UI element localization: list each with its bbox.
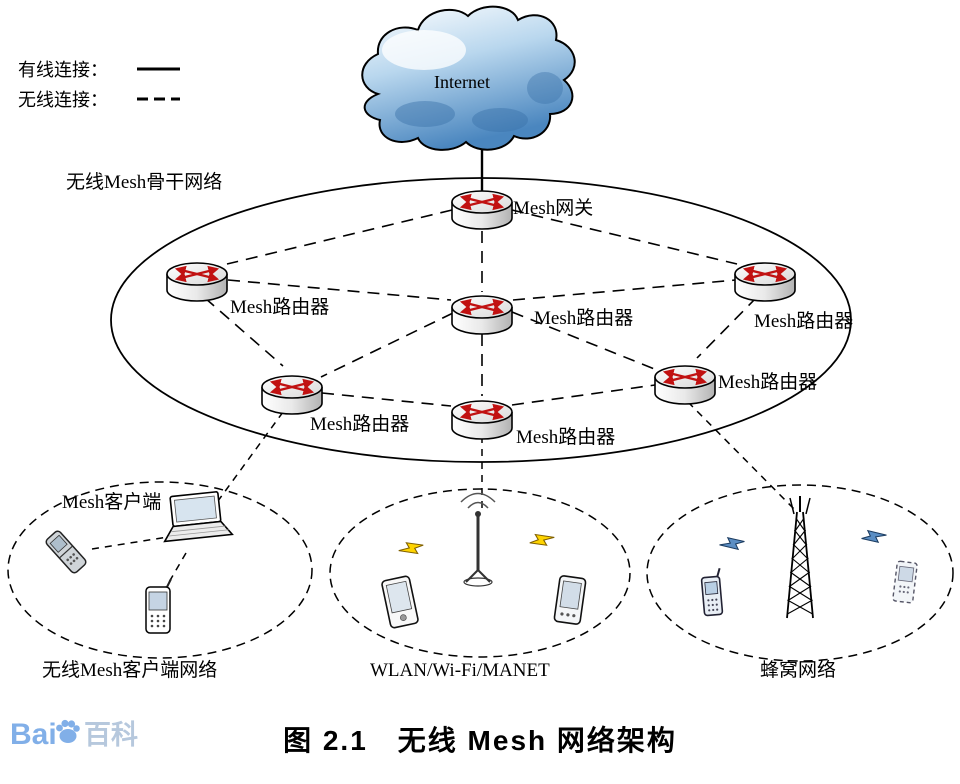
link-r1-r4 (204, 297, 284, 367)
router-label: Mesh路由器 (310, 413, 409, 435)
mesh-router-icon (655, 366, 715, 404)
wlan-network: WLAN/Wi-Fi/MANET (329, 488, 631, 681)
cloud-shade (395, 101, 455, 127)
link-r4-r5 (321, 392, 452, 407)
handheld-device-icon (381, 575, 419, 629)
baike-watermark: Bai 百科 (10, 718, 138, 751)
access-point-icon (460, 492, 496, 587)
smartphone-icon (145, 578, 172, 634)
link-r2-r6 (511, 311, 658, 371)
watermark-text-suffix: 百科 (84, 720, 138, 750)
link-gw-r1 (226, 209, 453, 265)
cellular-ellipse (646, 484, 954, 662)
mesh-router-icon (262, 376, 322, 414)
router-label: Mesh路由器 (754, 310, 853, 332)
mobile-phone-icon (700, 567, 724, 617)
link-r5-r6 (511, 384, 656, 406)
link-r1-r2 (227, 279, 452, 301)
figure-caption: 图 2.1 无线 Mesh 网络架构 (283, 724, 677, 756)
client-network-label: 无线Mesh客户端网络 (42, 659, 217, 681)
cloud-highlight (382, 30, 466, 70)
link-laptop-handset (164, 552, 187, 590)
link-phone-laptop (91, 536, 169, 550)
cloud-shade (472, 108, 528, 132)
mesh-client-network: Mesh客户端 无线Mesh客户端网络 (7, 481, 313, 681)
link-r6-cellular (687, 401, 796, 511)
lightning-icon (526, 526, 557, 553)
gateway-label: Mesh网关 (513, 197, 593, 219)
wlan-ellipse (329, 488, 631, 658)
handheld-device-icon (553, 575, 587, 625)
mesh-router-icon (167, 263, 227, 301)
mesh-router-icon (452, 296, 512, 334)
lightning-icon (858, 523, 889, 549)
cellular-network-label: 蜂窝网络 (760, 659, 836, 681)
backbone-label: 无线Mesh骨干网络 (66, 171, 222, 193)
internet-label: Internet (434, 72, 490, 92)
router-label: Mesh路由器 (718, 371, 817, 393)
legend-wireless-label: 无线连接： (18, 90, 108, 110)
lightning-icon (396, 535, 427, 562)
link-r2-r4 (320, 312, 454, 378)
backbone-nodes: Mesh网关 Mesh路由器 Mesh路由器 Mesh路由器 Mesh路由器 M… (167, 191, 853, 448)
internet-cloud: Internet (361, 5, 576, 151)
mesh-router-icon (735, 263, 795, 301)
legend: 有线连接： 无线连接： (18, 60, 180, 110)
link-r3-r6 (696, 296, 758, 359)
router-label: Mesh路由器 (516, 426, 615, 448)
mesh-gateway-icon (452, 191, 512, 229)
link-r4-clients (206, 411, 284, 517)
cloud-shade (527, 72, 563, 104)
mobile-phone-icon (892, 560, 918, 604)
flip-phone-icon (45, 530, 87, 574)
legend-wired-label: 有线连接： (18, 60, 108, 80)
backbone-ellipse (110, 177, 852, 463)
router-label: Mesh路由器 (230, 296, 329, 318)
wlan-network-label: WLAN/Wi-Fi/MANET (370, 660, 550, 681)
lightning-icon (717, 531, 748, 557)
backbone-links (204, 209, 758, 407)
mesh-router-icon (452, 401, 512, 439)
client-network-ellipse (7, 481, 313, 659)
router-label: Mesh路由器 (534, 307, 633, 329)
laptop-icon (163, 491, 234, 543)
paw-icon (56, 719, 80, 743)
link-r2-r3 (512, 279, 737, 301)
watermark-text-prefix: Bai (10, 718, 57, 751)
mesh-client-label: Mesh客户端 (62, 491, 161, 513)
cell-tower-icon (786, 496, 814, 619)
access-links (91, 401, 796, 590)
cellular-network: 蜂窝网络 (646, 484, 954, 681)
